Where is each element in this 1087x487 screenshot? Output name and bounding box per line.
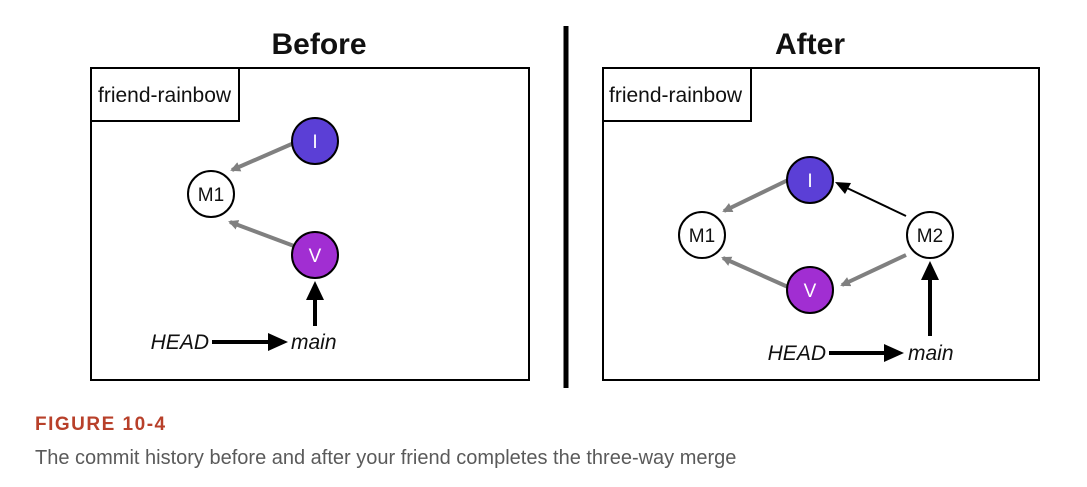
after-commit-V: V <box>786 266 834 314</box>
after-commit-M2-label: M2 <box>917 226 943 247</box>
before-commit-M1-label: M1 <box>198 185 224 206</box>
before-branch-label: friend-rainbow <box>98 84 232 107</box>
before-commit-I-label: I <box>312 132 317 153</box>
after-commit-M2: M2 <box>906 211 954 259</box>
after-edge-V-to-M1 <box>721 256 789 289</box>
figure-caption: The commit history before and after your… <box>35 447 737 469</box>
after-commit-M1: M1 <box>678 211 726 259</box>
after-main-label: main <box>908 342 954 365</box>
after-commit-I-label: I <box>807 171 812 192</box>
before-edge-V-to-M1 <box>228 220 295 248</box>
before-head-arrow <box>212 333 288 351</box>
before-heading: Before <box>271 28 366 61</box>
before-main-arrow <box>306 281 324 326</box>
before-panel: Before friend-rainbow M1 I V HEAD main <box>90 28 530 381</box>
after-commit-V-label: V <box>804 281 817 302</box>
after-commit-V-node <box>786 266 834 314</box>
before-main-label: main <box>291 331 337 354</box>
after-main-arrow <box>921 261 939 336</box>
after-head-arrow <box>829 344 904 362</box>
after-repo-frame <box>602 67 1040 381</box>
commit-history-diagram: Before friend-rainbow M1 I V HEAD main <box>90 26 1040 388</box>
after-branch-label-box <box>602 67 752 122</box>
after-edge-M2-to-V <box>840 253 907 287</box>
before-commit-M1-node <box>187 170 235 218</box>
after-commit-I-node <box>786 156 834 204</box>
after-heading: After <box>775 28 845 61</box>
before-branch-label-box <box>90 67 240 122</box>
before-head-label: HEAD <box>151 331 209 354</box>
before-commit-V: V <box>291 231 339 279</box>
after-edge-I-to-M1 <box>722 178 789 213</box>
figure-number: FIGURE 10-4 <box>35 414 167 435</box>
before-commit-V-node <box>291 231 339 279</box>
before-commit-I-node <box>291 117 339 165</box>
after-panel: After friend-rainbow M1 I V M2 HE <box>602 28 1040 381</box>
before-edge-I-to-M1 <box>230 141 295 172</box>
after-branch-label: friend-rainbow <box>609 84 743 107</box>
before-repo-frame <box>90 67 530 381</box>
after-commit-M1-node <box>678 211 726 259</box>
after-head-label: HEAD <box>768 342 826 365</box>
before-commit-V-label: V <box>309 246 322 267</box>
after-commit-I: I <box>786 156 834 204</box>
before-commit-I: I <box>291 117 339 165</box>
after-commit-M2-node <box>906 211 954 259</box>
after-edge-M2-to-I <box>835 182 907 217</box>
before-commit-M1: M1 <box>187 170 235 218</box>
after-commit-M1-label: M1 <box>689 226 715 247</box>
